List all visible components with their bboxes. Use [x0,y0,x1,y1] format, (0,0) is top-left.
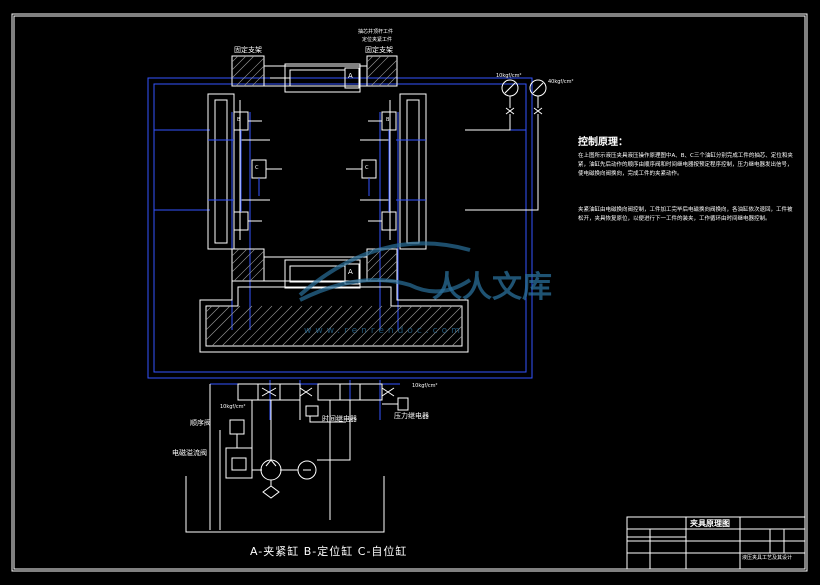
principle-paragraph-2: 夹紧油缸由电磁换向阀控制，工件加工完毕后电磁换向阀换向，各油缸依次退回，工件被松… [578,207,793,222]
fixture-body [199,55,469,353]
drawing-title: 夹具原理图 [690,519,730,528]
pressure-label-1: 10kgf/cm² [496,73,522,79]
time-relay-label: 时间继电器 [322,415,357,423]
cylinder-a[interactable] [270,63,361,93]
oil-tank [185,476,385,533]
fixed-support-right-label: 固定支架 [365,46,393,54]
sequence-valve-label: 顺序阀 [190,419,211,427]
cylinder-a-label: A [348,72,353,80]
cylinders-b[interactable] [233,111,397,231]
top-note-2: 定位夹紧工件 [362,37,393,43]
section-hatching [205,55,463,347]
cylinder-c-label-right: C [365,165,369,171]
time-relay-symbol [305,405,346,423]
directional-valve-1[interactable] [237,383,313,401]
watermark-logo [298,241,472,302]
fixed-support-left-label: 固定支架 [234,46,262,54]
title-block-note: 液压夹具工艺及其设计 [742,555,793,561]
pressure-label-3: 10kgf/cm² [412,383,438,389]
directional-valve-2[interactable] [317,383,395,401]
solenoid-relief-valve-symbol[interactable] [225,447,253,479]
cylinder-legend: A-夹紧缸 B-定位缸 C-自位缸 [250,545,408,558]
principle-title: 控制原理： [578,137,628,148]
cylinder-a-bottom-label: A [348,268,353,276]
watermark-url: www.renrendoc.com [304,326,464,336]
watermark-brand: 人人文库 [432,270,552,305]
sequence-valve-symbol[interactable] [229,419,245,448]
pressure-label-4: 10kgf/cm² [220,404,246,410]
title-block [626,516,806,570]
solenoid-relief-valve-label: 电磁溢流阀 [172,449,207,457]
cylinder-c-label-left: C [255,165,259,171]
top-note-1: 抽芯并顶杆工件 [358,29,394,35]
cylinder-piping [208,130,426,212]
control-lines [209,384,351,530]
outer-oil-circuit [147,77,533,420]
outer-border [11,13,808,572]
cylinders-c[interactable] [251,159,377,179]
cylinder-b-label-right: B [386,117,390,123]
cylinder-b-label-left: B [237,117,241,123]
principle-paragraph-1: 在上图所示液压夹具液压操作原理图中A、B、C三个油缸分别完成工件的抽芯、定位和夹… [578,153,793,177]
pressure-gauges [465,79,547,211]
inner-border [13,15,806,570]
pressure-relay-label: 压力继电器 [394,412,429,420]
pressure-label-2: 40kgf/cm² [548,79,574,85]
pump-and-motor[interactable] [260,459,317,499]
pressure-relay-symbol [382,397,409,411]
